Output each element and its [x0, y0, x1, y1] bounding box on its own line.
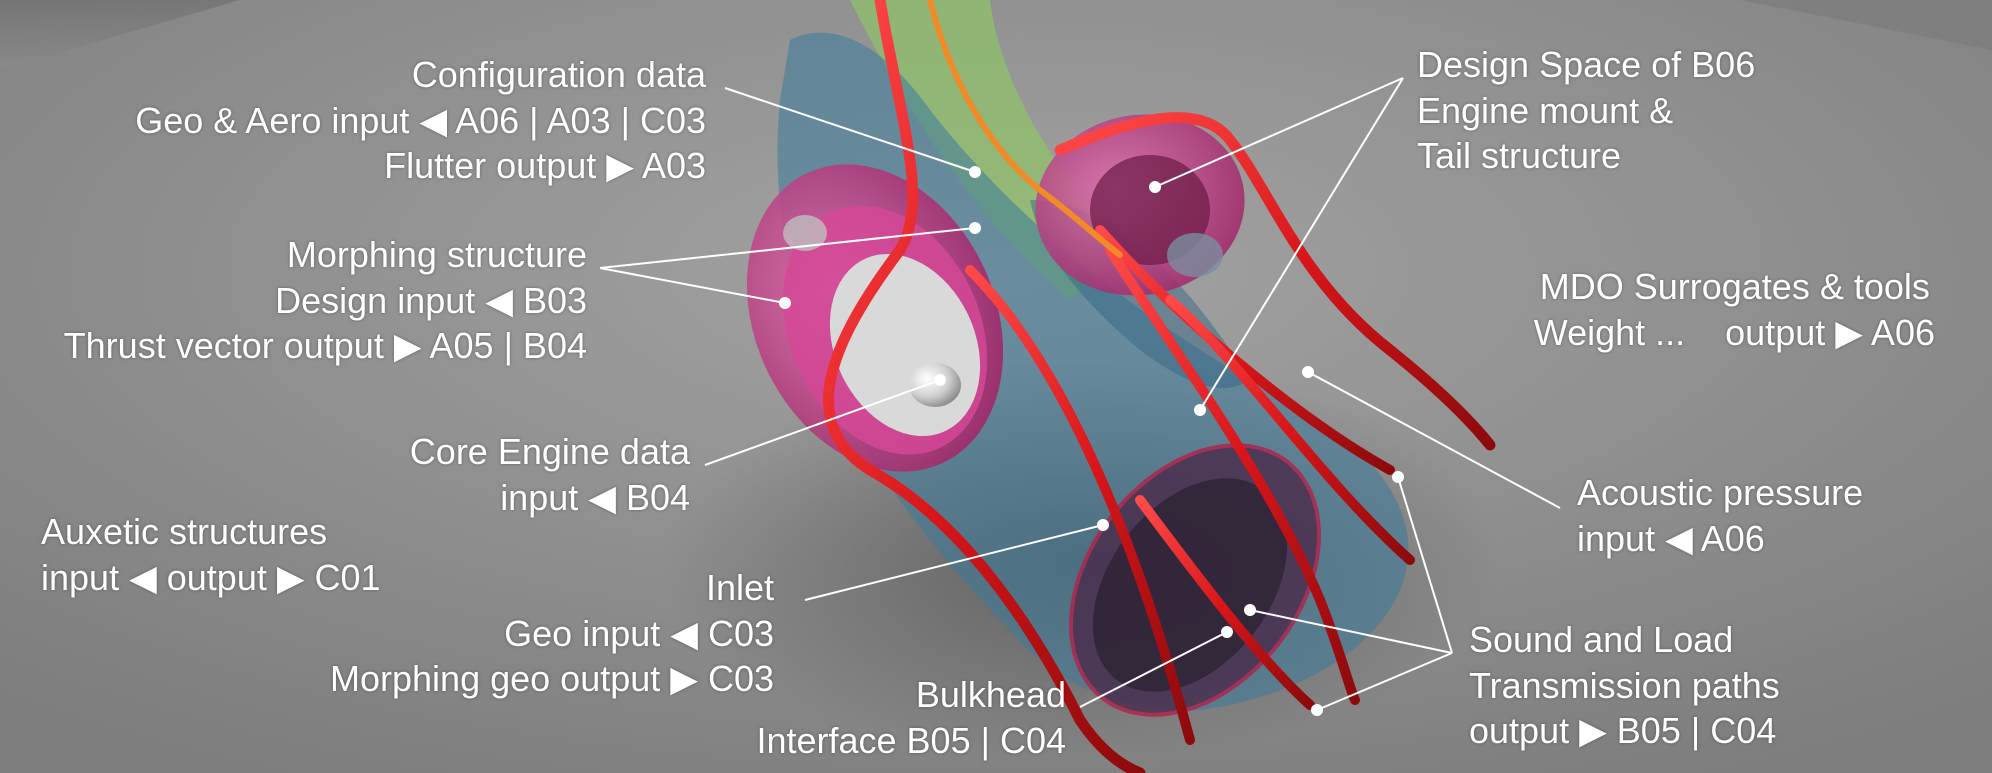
leader-morphing-a	[599, 227, 976, 269]
morphing-title: Morphing structure	[286, 234, 587, 275]
inlet-output: Morphing geo output ▶ C03	[330, 658, 774, 699]
leader-lines	[599, 77, 1561, 711]
sound-load-title: Sound and Load	[1469, 619, 1734, 660]
dot-sound-c	[1311, 704, 1323, 716]
design-space-line3: Tail structure	[1417, 135, 1622, 176]
auxetic-title: Auxetic structures	[41, 511, 328, 552]
dot-core-engine	[934, 374, 946, 386]
leader-bulkhead	[1079, 631, 1228, 708]
configuration-input: Geo & Aero input ◀ A06 | A03 | C03	[135, 99, 706, 141]
dot-morphing-a	[969, 222, 981, 234]
inlet-input: Geo input ◀ C03	[504, 612, 774, 654]
background-wall-left	[0, 0, 240, 70]
morphing-output: Thrust vector output ▶ A05 | B04	[63, 325, 587, 366]
dot-bulkhead	[1221, 626, 1233, 638]
label-morphing-structure: Morphing structure Design input ◀ B03 Th…	[64, 232, 587, 369]
core-engine-cone	[909, 363, 961, 407]
leader-acoustic	[1307, 371, 1561, 509]
leader-design-space-b	[1199, 77, 1404, 411]
transmission-tubes	[823, 0, 1496, 773]
leader-sound-b	[1249, 609, 1453, 654]
label-configuration: Configuration data Geo & Aero input ◀ A0…	[135, 52, 706, 189]
configuration-output: Flutter output ▶ A03	[384, 145, 706, 186]
design-space-line2: Engine mount &	[1417, 89, 1674, 131]
auxetic-io: input ◀ output ▶ C01	[41, 556, 381, 598]
design-space-title: Design Space of B06	[1417, 44, 1756, 85]
leader-inlet	[804, 524, 1104, 601]
engine-nacelle-rear	[1035, 114, 1245, 296]
dot-sound-b	[1244, 604, 1256, 616]
dot-morphing-b	[779, 297, 791, 309]
label-inlet: Inlet Geo input ◀ C03 Morphing geo outpu…	[330, 565, 774, 702]
sound-load-line2: Transmission paths	[1469, 664, 1780, 706]
mdo-output: Weight ... output ▶ A06	[1533, 311, 1935, 353]
bulkhead-title: Bulkhead	[915, 674, 1066, 715]
core-engine-title: Core Engine data	[409, 431, 690, 472]
morphing-input: Design input ◀ B03	[275, 279, 587, 321]
label-design-space: Design Space of B06 Engine mount & Tail …	[1417, 42, 1755, 179]
acoustic-input: input ◀ A06	[1577, 517, 1765, 559]
leader-configuration	[724, 87, 976, 173]
dot-sound-a	[1392, 471, 1404, 483]
label-sound-load-paths: Sound and Load Transmission paths output…	[1469, 617, 1780, 754]
dot-design-space-b	[1194, 404, 1206, 416]
leader-design-space-a	[1154, 77, 1404, 188]
label-bulkhead: Bulkhead Interface B05 | C04	[756, 672, 1066, 763]
acoustic-title: Acoustic pressure	[1577, 472, 1864, 513]
dot-configuration	[969, 166, 981, 178]
label-core-engine: Core Engine data input ◀ B04	[410, 429, 690, 520]
sound-load-output: output ▶ B05 | C04	[1469, 710, 1777, 751]
leader-morphing-b	[599, 267, 786, 304]
leader-dots	[779, 166, 1404, 716]
dot-design-space-a	[1149, 181, 1161, 193]
bulkhead-inner	[1092, 478, 1288, 692]
mdo-title: MDO Surrogates & tools	[1539, 266, 1930, 307]
dot-inlet	[1097, 519, 1109, 531]
dot-acoustic	[1302, 366, 1314, 378]
orange-tube	[927, 0, 1123, 258]
leader-sound-a	[1397, 476, 1453, 654]
label-acoustic-pressure: Acoustic pressure input ◀ A06	[1577, 470, 1863, 561]
label-auxetic-structures: Auxetic structures input ◀ output ▶ C01	[41, 509, 381, 600]
inlet-title: Inlet	[705, 567, 774, 608]
core-engine-input: input ◀ B04	[500, 476, 690, 518]
background-wall-right	[1740, 0, 1992, 50]
configuration-title: Configuration data	[411, 54, 706, 95]
bulkhead-interface: Interface B05 | C04	[756, 719, 1066, 761]
leader-core-engine	[704, 379, 941, 466]
label-mdo-surrogates: MDO Surrogates & tools Weight ... output…	[1534, 264, 1935, 355]
leader-sound-c	[1316, 652, 1453, 711]
